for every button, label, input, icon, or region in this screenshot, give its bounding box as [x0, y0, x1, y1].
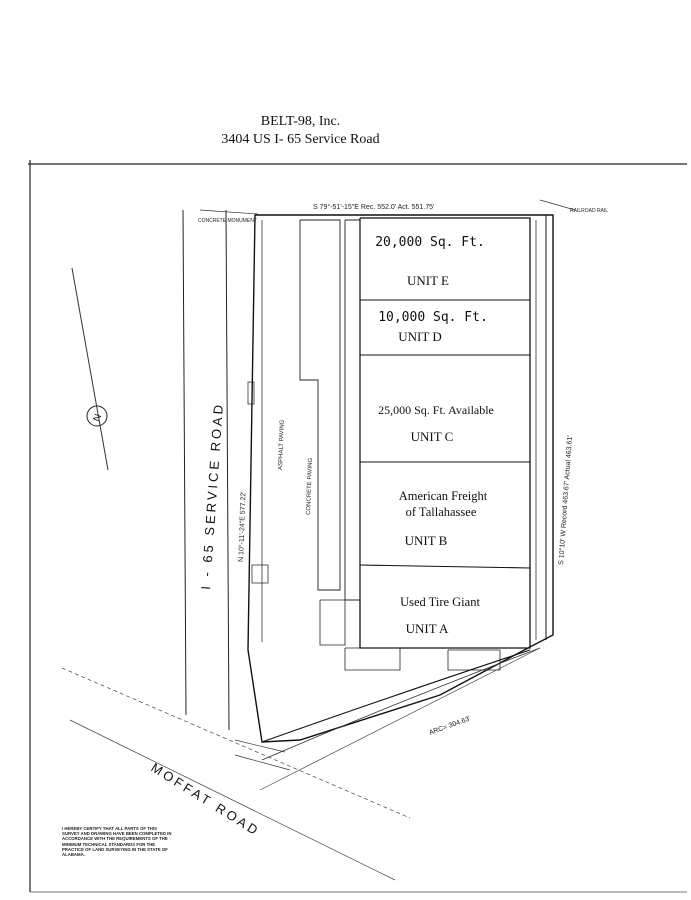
dimension-line-b: [234, 754, 291, 771]
road-edge-east: [225, 209, 230, 731]
service-road-label: I - 65 SERVICE ROAD: [198, 401, 226, 590]
railroad-rail-label: RAILROAD RAIL: [570, 208, 608, 214]
entrance-marker: [251, 564, 269, 584]
moffat-road-edge-north: [61, 667, 411, 819]
unit-c-area: 25,000 Sq. Ft. Available: [378, 403, 494, 417]
asphalt-paving-label: ASPHALT PAVING: [278, 419, 286, 470]
north-symbol-label: N: [92, 413, 105, 424]
concrete-paving-area: [299, 219, 341, 591]
railroad-rail-leader: [539, 199, 576, 211]
top-bearing-label: S 79°-51'-15"E Rec. 552.0' Act. 551.75': [313, 203, 434, 211]
document-title: BELT-98, Inc.: [260, 114, 341, 129]
unit-divider-b-a: [359, 564, 531, 569]
unit-b-tenant-sub: of Tallahassee: [406, 505, 477, 519]
unit-e-area: 20,000 Sq. Ft.: [375, 235, 485, 250]
rear-annex: [447, 649, 501, 671]
front-structure: [319, 599, 346, 646]
unit-b-label: UNIT B: [405, 533, 448, 548]
road-edge-west: [182, 209, 187, 716]
reference-line: [71, 267, 109, 471]
loading-dock: [344, 219, 361, 601]
unit-a-label: UNIT A: [406, 621, 449, 636]
property-boundary: [247, 214, 554, 743]
concrete-paving-label: CONCRETE PAVING: [306, 457, 314, 515]
arc-label: ARC= 304.63': [428, 715, 471, 736]
surveyor-certification: I hereby certify that all parts of this …: [62, 826, 172, 858]
unit-d-label: UNIT D: [398, 329, 441, 344]
arc-boundary: [261, 649, 531, 743]
dimension-line-a: [234, 739, 286, 753]
arc-inner-line: [261, 647, 541, 761]
north-arrow-icon: [86, 405, 108, 427]
unit-e-label: UNIT E: [407, 273, 449, 288]
document-address: 3404 US I- 65 Service Road: [221, 132, 380, 147]
front-annex: [344, 647, 401, 671]
monument-leader: [199, 209, 259, 215]
north-bearing-label: N 10°-11'-24"E 577.22': [237, 491, 247, 562]
concrete-monument-label: CONCRETE MONUMENT: [198, 218, 257, 224]
east-bearing-label: S 10°10' W Record 463.67' Actual 463.61': [557, 435, 574, 565]
curb-marker: [247, 381, 255, 405]
unit-b-tenant: American Freight: [399, 489, 488, 503]
unit-c-label: UNIT C: [411, 429, 454, 444]
railroad-line: [259, 647, 541, 791]
moffat-road-edge-south: [69, 719, 396, 881]
unit-a-tenant: Used Tire Giant: [400, 595, 480, 609]
unit-d-area: 10,000 Sq. Ft.: [378, 310, 488, 325]
